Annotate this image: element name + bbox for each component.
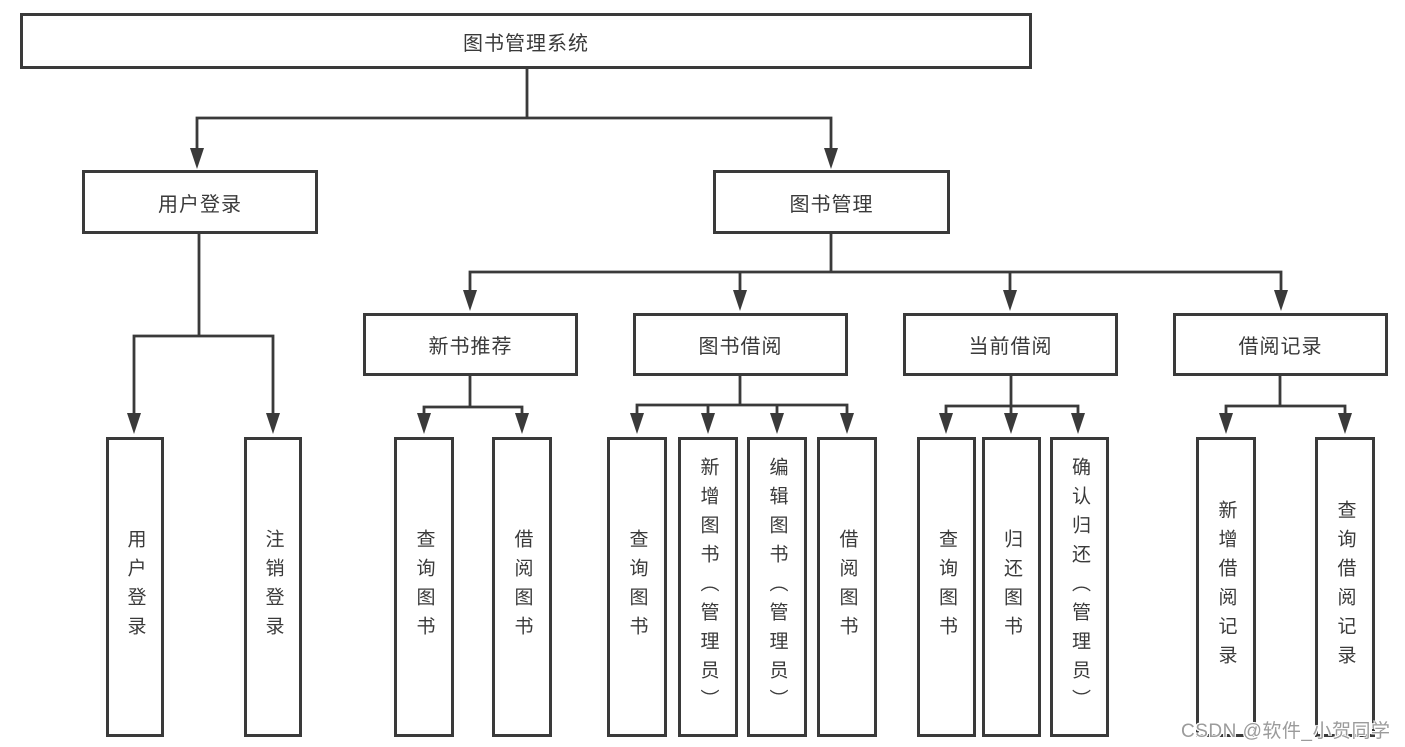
arrowhead bbox=[733, 290, 747, 311]
leaf-records-add-record: 新增借阅记录 bbox=[1196, 437, 1256, 737]
leaf-borrow-borrow-books: 借阅图书 bbox=[817, 437, 877, 737]
leaf-borrow-add-books-admin: 新增图书（管理员） bbox=[678, 437, 738, 737]
leaf-recommend-query-books: 查询图书 bbox=[394, 437, 454, 737]
arrowhead bbox=[515, 413, 529, 434]
arrowhead bbox=[266, 413, 280, 434]
node-label: 确认归还（管理员） bbox=[1069, 456, 1090, 718]
node-label: 查询图书 bbox=[413, 529, 435, 645]
leaf-borrow-edit-books-admin: 编辑图书（管理员） bbox=[747, 437, 807, 737]
csdn-watermark: CSDN @软件_小贺同学 bbox=[1181, 721, 1391, 742]
connector-book-mgmt-children bbox=[468, 231, 1283, 296]
node-current-borrow: 当前借阅 bbox=[903, 313, 1118, 376]
arrowhead bbox=[417, 413, 431, 434]
node-label: 图书借阅 bbox=[698, 336, 783, 358]
node-label: 用户登录 bbox=[158, 193, 242, 216]
arrowheads bbox=[127, 148, 1352, 434]
node-label: 编辑图书（管理员） bbox=[766, 456, 788, 718]
leaf-current-confirm-return-admin: 确认归还（管理员） bbox=[1050, 437, 1109, 737]
connector-recommend-children bbox=[422, 373, 524, 419]
node-label: 借阅图书 bbox=[511, 529, 533, 645]
node-user-login: 用户登录 bbox=[82, 170, 318, 234]
arrowhead bbox=[824, 148, 838, 169]
leaf-current-query-books: 查询图书 bbox=[917, 437, 976, 737]
connector-current-children bbox=[944, 373, 1080, 419]
node-label: 新增图书（管理员） bbox=[697, 456, 719, 718]
node-label: 借阅记录 bbox=[1238, 336, 1323, 358]
leaf-current-return-books: 归还图书 bbox=[982, 437, 1041, 737]
arrowhead bbox=[1071, 413, 1085, 434]
leaf-user-login: 用户登录 bbox=[106, 437, 164, 737]
node-book-borrow: 图书借阅 bbox=[633, 313, 848, 376]
node-label: 图书管理系统 bbox=[463, 32, 589, 55]
node-label: 查询图书 bbox=[936, 529, 957, 645]
node-label: 归还图书 bbox=[1001, 529, 1022, 645]
connector-user-login-children bbox=[132, 231, 275, 419]
node-label: 借阅图书 bbox=[836, 529, 858, 645]
arrowhead bbox=[127, 413, 141, 434]
arrowhead bbox=[840, 413, 854, 434]
node-book-management: 图书管理 bbox=[713, 170, 950, 234]
arrowhead bbox=[630, 413, 644, 434]
arrowhead bbox=[463, 290, 477, 311]
arrowhead bbox=[1004, 413, 1018, 434]
leaf-borrow-query-books: 查询图书 bbox=[607, 437, 667, 737]
arrowhead bbox=[1274, 290, 1288, 311]
node-library-management-system: 图书管理系统 bbox=[20, 13, 1032, 69]
arrowhead bbox=[770, 413, 784, 434]
connector-paths bbox=[132, 66, 1347, 419]
node-label: 注销登录 bbox=[262, 529, 284, 645]
node-label: 当前借阅 bbox=[968, 336, 1053, 358]
node-label: 图书管理 bbox=[789, 193, 874, 216]
arrowhead bbox=[190, 148, 204, 169]
connector-root-to-level2 bbox=[195, 66, 833, 154]
arrowhead bbox=[701, 413, 715, 434]
leaf-records-query-record: 查询借阅记录 bbox=[1315, 437, 1375, 737]
node-label: 新增借阅记录 bbox=[1215, 500, 1237, 674]
arrowhead bbox=[1003, 290, 1017, 311]
connector-records-children bbox=[1224, 373, 1347, 419]
node-borrow-records: 借阅记录 bbox=[1173, 313, 1388, 376]
leaf-logout-login: 注销登录 bbox=[244, 437, 302, 737]
arrowhead bbox=[1219, 413, 1233, 434]
leaf-recommend-borrow-books: 借阅图书 bbox=[492, 437, 552, 737]
node-label: 查询借阅记录 bbox=[1334, 500, 1356, 674]
connector-borrow-children bbox=[635, 373, 849, 419]
node-label: 查询图书 bbox=[626, 529, 648, 645]
node-label: 新书推荐 bbox=[428, 336, 513, 358]
node-new-book-recommend: 新书推荐 bbox=[363, 313, 578, 376]
node-label: 用户登录 bbox=[124, 529, 146, 645]
arrowhead bbox=[939, 413, 953, 434]
arrowhead bbox=[1338, 413, 1352, 434]
